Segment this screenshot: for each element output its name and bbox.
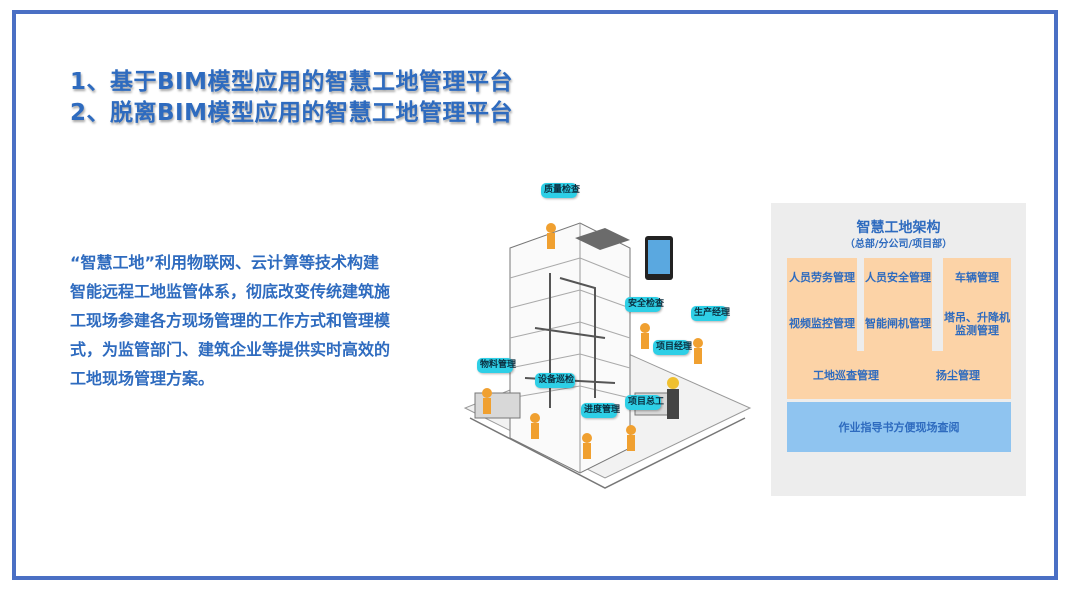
description-line: 式，为监管部门、建筑企业等提供实时高效的	[70, 340, 391, 359]
bubble-quality-check: 质量检查	[541, 183, 580, 198]
module-label: 视频监控管理	[789, 317, 855, 330]
heading-line-1: 1、基于BIM模型应用的智慧工地管理平台	[70, 69, 513, 95]
description-line: 工现场参建各方现场管理的工作方式和管理模	[70, 311, 391, 330]
module-label: 工地巡查管理	[813, 368, 879, 382]
work-instruction-bar: 作业指导书方便现场查阅	[787, 402, 1011, 452]
description-line: 工地现场管理方案。	[70, 369, 215, 388]
module-label: 人员劳务管理	[789, 270, 855, 284]
module-vehicle-management: 车辆管理	[943, 258, 1011, 296]
module-smart-gate: 智能闸机管理	[864, 296, 932, 351]
bubble-project-manager: 项目经理	[653, 340, 692, 355]
module-site-patrol: 工地巡查管理	[787, 351, 905, 399]
module-label: 人员安全管理	[865, 270, 931, 284]
bubble-material-management: 物料管理	[477, 358, 516, 373]
description-line: “智慧工地”利用物联网、云计算等技术构建	[70, 253, 380, 272]
module-label: 扬尘管理	[936, 368, 980, 382]
heading-line-2: 2、脱离BIM模型应用的智慧工地管理平台	[70, 100, 513, 126]
bubble-production-manager: 生产经理	[691, 306, 730, 321]
description-paragraph: “智慧工地”利用物联网、云计算等技术构建 智能远程工地监管体系，彻底改变传统建筑…	[70, 248, 462, 393]
bubble-chief-engineer: 项目总工	[625, 395, 664, 410]
bubble-equipment-inspection: 设备巡检	[535, 373, 575, 388]
module-video-surveillance: 视频监控管理	[787, 296, 857, 351]
module-label: 塔吊、升降机监测管理	[944, 310, 1010, 337]
module-personnel-safety: 人员安全管理	[864, 258, 932, 296]
bubble-progress-management: 进度管理	[581, 403, 620, 418]
module-crane-monitoring: 塔吊、升降机监测管理	[943, 296, 1011, 351]
module-dust-management: 扬尘管理	[905, 351, 1011, 399]
smart-site-architecture-panel: 智慧工地架构 （总部/分公司/项目部） 人员劳务管理 人员安全管理 车辆管理 视…	[771, 203, 1026, 496]
architecture-subtitle: （总部/分公司/项目部）	[844, 239, 953, 250]
description-line: 智能远程工地监管体系，彻底改变传统建筑施	[70, 282, 391, 301]
module-label: 车辆管理	[955, 270, 999, 284]
building-drawing	[463, 222, 752, 489]
construction-site-illustration: 质量检查 安全检查 生产经理 项目经理 物料管理 设备巡检 进度管理 项目总工	[455, 178, 755, 518]
module-labor-management: 人员劳务管理	[787, 258, 857, 296]
bubble-safety-check: 安全检查	[625, 297, 664, 312]
module-label: 智能闸机管理	[865, 317, 931, 330]
architecture-title: 智慧工地架构	[856, 220, 941, 236]
